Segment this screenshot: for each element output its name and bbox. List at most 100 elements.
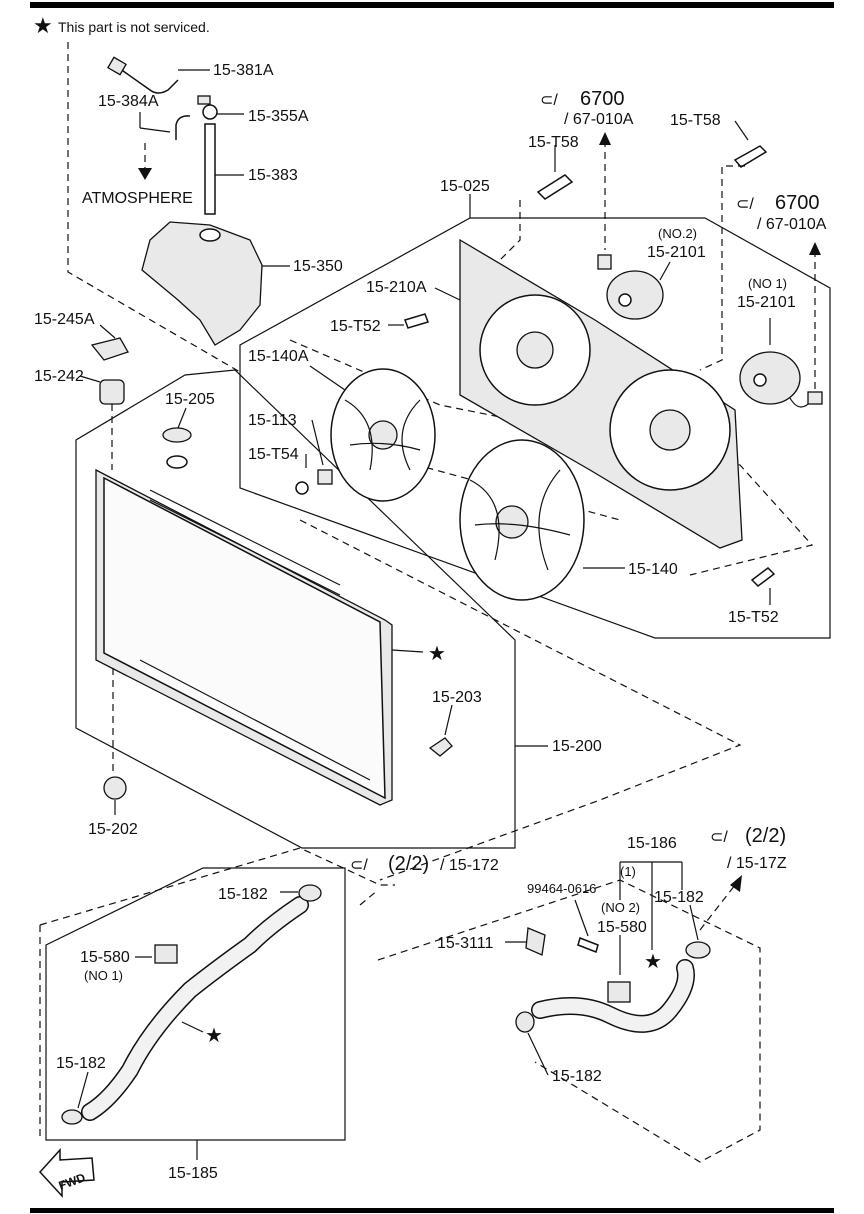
- label-ref-67010a-a: / 67-010A: [564, 111, 634, 128]
- upper-hose-star-icon: ★: [644, 951, 662, 973]
- label-15-203: 15-203: [432, 689, 482, 706]
- radiator-star-icon: ★: [428, 643, 446, 665]
- label-15-182-a: 15-182: [218, 886, 268, 903]
- bottom-border: [30, 1208, 834, 1213]
- ref-icon-d: ⊂/: [710, 829, 728, 846]
- label-15-182-d: 15-182: [552, 1068, 602, 1085]
- hose-clamp-left: [515, 1011, 535, 1033]
- label-no2-top: (NO.2): [658, 226, 697, 241]
- label-15-202: 15-202: [88, 821, 138, 838]
- overflow-hose-end: [107, 56, 127, 76]
- label-15-2101-a: 15-2101: [647, 244, 706, 261]
- reservoir-cap-part: [202, 104, 218, 120]
- hose-clamp-lower: [61, 1109, 83, 1125]
- label-15-140a: 15-140A: [248, 348, 309, 365]
- label-15-113: 15-113: [248, 412, 297, 429]
- label-ref-1517z: / 15-17Z: [727, 855, 787, 872]
- bolt-t52-b: [750, 567, 776, 587]
- label-15-355a: 15-355A: [248, 108, 309, 125]
- label-no1-a: (NO 1): [84, 968, 123, 983]
- label-15-186: 15-186: [627, 835, 677, 852]
- label-15-383: 15-383: [248, 167, 298, 184]
- label-15-242: 15-242: [34, 368, 84, 385]
- label-15-182-b: 15-182: [56, 1055, 106, 1072]
- fan-group-frame: [239, 217, 831, 639]
- label-no2-b: (NO 2): [601, 900, 640, 915]
- bracket-3111-part: [525, 927, 546, 956]
- bolt-t52-a: [404, 313, 429, 329]
- wire-connector: [597, 254, 612, 270]
- label-paren-1: (1): [620, 864, 636, 879]
- label-ref-6700-b: 6700: [775, 192, 820, 214]
- shroud-hub-left: [516, 331, 554, 369]
- label-15-381a: 15-381A: [213, 62, 274, 79]
- label-15-182-c: 15-182: [654, 889, 704, 906]
- label-15-140: 15-140: [628, 561, 678, 578]
- top-border: [30, 2, 834, 8]
- ref-icon-a: ⊂/: [540, 92, 558, 109]
- label-15-580-b: 15-580: [597, 919, 647, 936]
- ref-icon-b: ⊂/: [736, 196, 754, 213]
- bracket-clip-part: [90, 337, 129, 361]
- upper-hose-frame: [377, 879, 761, 1163]
- lower-hose-frame: [45, 867, 346, 1141]
- hose-clip-no2: [607, 981, 631, 1003]
- insulator-part: [99, 379, 125, 405]
- radiator-core-face: [103, 476, 386, 800]
- reservoir-tank-part: [141, 221, 263, 346]
- atmosphere-arrow: [138, 168, 152, 180]
- label-ref-22-a: (2/2): [388, 853, 429, 875]
- nut-t54: [295, 481, 309, 495]
- label-15-t58-a: 15-T58: [528, 134, 579, 151]
- shroud-hub-right: [649, 409, 691, 451]
- label-15-t52-b: 15-T52: [728, 609, 779, 626]
- overflow-hose-part: [115, 65, 179, 94]
- fwd-arrow-icon: [38, 1148, 95, 1198]
- fan-motor-no2: [606, 270, 664, 320]
- radiator-group-frame: [75, 369, 516, 849]
- drain-plug-part: [428, 737, 453, 757]
- lower-hose-part: [82, 897, 308, 1120]
- not-serviced-note: This part is not serviced.: [58, 19, 210, 35]
- label-15-3111: 15-3111: [437, 935, 493, 952]
- label-15-t58-b: 15-T58: [670, 112, 721, 129]
- radiator-cap-gasket: [166, 455, 188, 469]
- label-15-t54: 15-T54: [248, 446, 299, 463]
- label-99464-0616: 99464-0616: [527, 881, 596, 896]
- label-ref-67010a-b: / 67-010A: [757, 216, 827, 233]
- radiator-link-line: [299, 519, 742, 881]
- label-15-210a: 15-210A: [366, 279, 427, 296]
- label-15-025: 15-025: [440, 178, 490, 195]
- label-15-350: 15-350: [293, 258, 343, 275]
- ref-icon-c: ⊂/: [350, 857, 368, 874]
- hose-clamp-right: [685, 941, 711, 959]
- lower-hose-link: [39, 847, 395, 926]
- radiator-cap-part: [162, 427, 192, 443]
- label-ref-15172: / 15-172: [440, 857, 499, 874]
- label-15-200: 15-200: [552, 738, 602, 755]
- reservoir-cap-tab: [197, 95, 211, 105]
- part-labels: 15-381A 15-384A 15-355A 15-383 ATMOSPHER…: [34, 62, 827, 1193]
- hose-star-icon: ★: [205, 1025, 223, 1047]
- label-ref-22-b: (2/2): [745, 825, 786, 847]
- washer-part: [317, 469, 333, 485]
- reservoir-tube-part: [204, 123, 216, 215]
- bolt-t58-b: [733, 145, 768, 168]
- label-15-t52-a: 15-T52: [330, 318, 381, 335]
- upper-hose-part: [532, 960, 694, 1032]
- label-15-580-a: 15-580: [80, 949, 130, 966]
- label-15-245a: 15-245A: [34, 311, 95, 328]
- hose-clamp-upper: [298, 884, 322, 902]
- label-atmosphere: ATMOSPHERE: [82, 190, 193, 207]
- hose-clip-no1: [154, 944, 178, 964]
- fan-motor-no1: [739, 351, 801, 405]
- label-15-384a: 15-384A: [98, 93, 159, 110]
- lower-insulator-part: [103, 776, 127, 800]
- label-no1-top: (NO 1): [748, 276, 787, 291]
- reservoir-neck: [199, 228, 221, 242]
- label-15-2101-b: 15-2101: [737, 294, 796, 311]
- label-15-205: 15-205: [165, 391, 215, 408]
- label-15-185: 15-185: [168, 1165, 218, 1182]
- star-icon: ★: [33, 13, 53, 38]
